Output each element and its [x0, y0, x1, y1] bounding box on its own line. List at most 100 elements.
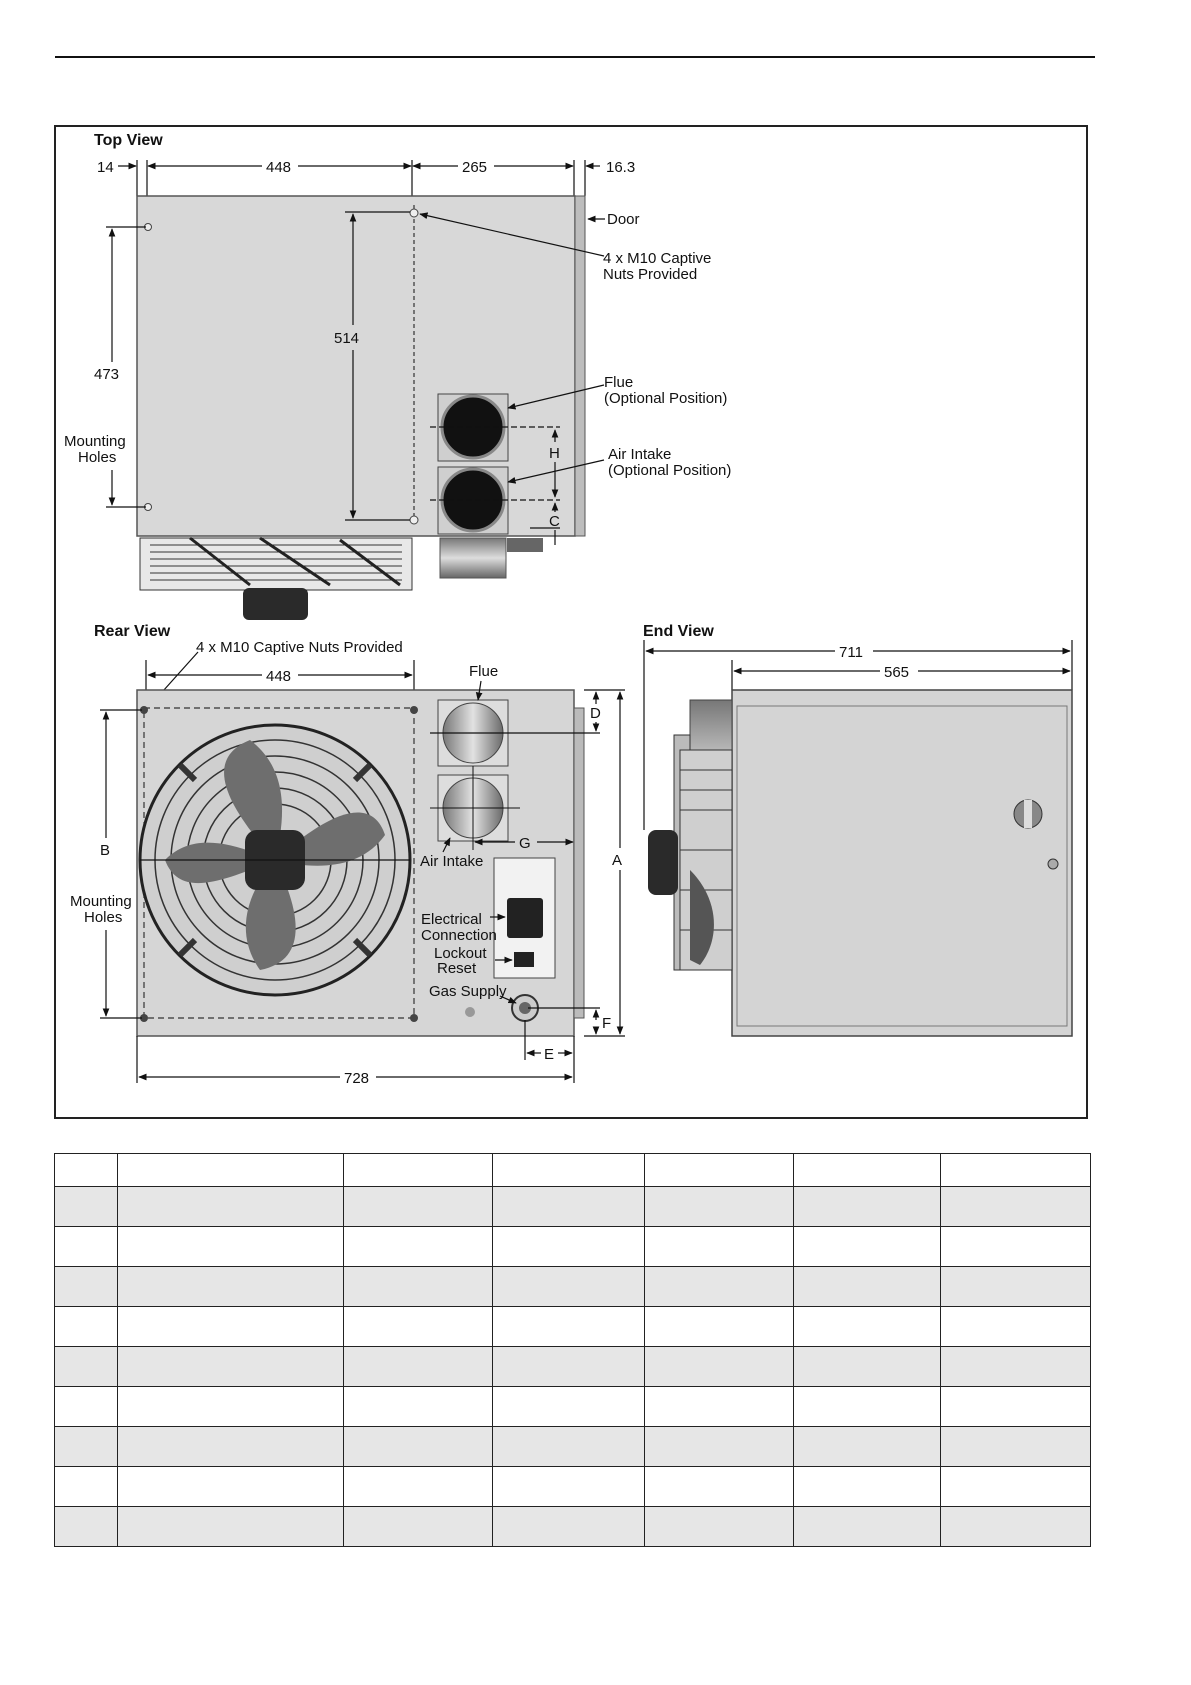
table-row [54, 1386, 1091, 1427]
top-view: Top View 14 448 265 16.3 [64, 132, 731, 620]
rear-view: Rear View 4 x M10 Captive Nuts Provided … [70, 623, 625, 1087]
table-cell [644, 1226, 794, 1267]
table-cell [117, 1186, 344, 1227]
table-cell [793, 1426, 941, 1467]
table-cell [492, 1386, 645, 1427]
top-dim-16-3: 16.3 [606, 159, 635, 176]
table-cell [644, 1306, 794, 1347]
table-row [54, 1186, 1091, 1227]
top-door-panel [574, 195, 586, 537]
table-cell [117, 1466, 344, 1507]
table-cell [117, 1426, 344, 1467]
rear-dim-d: D [590, 705, 601, 722]
table-cell [492, 1466, 645, 1507]
end-cabinet [731, 689, 1073, 1037]
table-cell [343, 1386, 493, 1427]
top-fan-motor [243, 588, 308, 620]
table-cell [940, 1266, 1091, 1307]
table-cell [54, 1306, 118, 1347]
header-cell [940, 1153, 1091, 1187]
table-row [54, 1226, 1091, 1267]
table-cell [793, 1386, 941, 1427]
top-air-label-2: (Optional Position) [608, 462, 731, 479]
table-cell [492, 1266, 645, 1307]
table-row [54, 1506, 1091, 1547]
top-mounting-label-1: Mounting [64, 433, 126, 450]
table-cell [793, 1306, 941, 1347]
end-dim-711: 711 [839, 644, 863, 661]
top-door-label: Door [607, 211, 640, 228]
top-flue-label-2: (Optional Position) [604, 390, 727, 407]
table-cell [940, 1386, 1091, 1427]
table-cell [343, 1306, 493, 1347]
table-cell [54, 1266, 118, 1307]
table-cell [940, 1226, 1091, 1267]
table-cell [117, 1346, 344, 1387]
top-dim-h: H [549, 445, 560, 462]
table-cell [492, 1306, 645, 1347]
table-cell [54, 1346, 118, 1387]
top-nuts-label-1: 4 x M10 Captive [603, 250, 711, 267]
table-cell [117, 1386, 344, 1427]
top-dim-265: 265 [462, 159, 487, 176]
rear-dim-f: F [602, 1015, 611, 1032]
rear-dim-728: 728 [344, 1070, 369, 1087]
lockout-reset-button [514, 952, 534, 967]
table-cell [644, 1426, 794, 1467]
table-cell [343, 1506, 493, 1547]
table-cell [644, 1266, 794, 1307]
rear-lockout-label-1: Lockout [434, 945, 487, 962]
rear-dim-g: G [519, 835, 531, 852]
end-fan-motor [648, 830, 678, 895]
table-cell [492, 1346, 645, 1387]
header-cell [117, 1153, 344, 1187]
header-cell [54, 1153, 118, 1187]
table-cell [940, 1506, 1091, 1547]
table-cell [54, 1226, 118, 1267]
table-cell [940, 1466, 1091, 1507]
header-cell [343, 1153, 493, 1187]
table-cell [343, 1466, 493, 1507]
rear-dim-b: B [100, 842, 110, 859]
rear-fan [138, 723, 412, 997]
table-cell [117, 1306, 344, 1347]
table-cell [343, 1266, 493, 1307]
table-cell [644, 1506, 794, 1547]
table-cell [940, 1346, 1091, 1387]
table-row [54, 1426, 1091, 1467]
table-row [54, 1306, 1091, 1347]
table-cell [940, 1426, 1091, 1467]
rear-flue-label: Flue [469, 663, 498, 680]
rear-lockout-label-2: Reset [437, 960, 477, 977]
table-cell [793, 1186, 941, 1227]
table-cell [644, 1186, 794, 1227]
table-cell [343, 1226, 493, 1267]
top-dim-514: 514 [334, 330, 359, 347]
top-cabinet [136, 195, 576, 537]
rear-air-label: Air Intake [420, 853, 483, 870]
table-cell [117, 1506, 344, 1547]
top-mounting-label-2: Holes [78, 449, 116, 466]
table-cell [644, 1466, 794, 1507]
table-cell [117, 1226, 344, 1267]
table-row [54, 1466, 1091, 1507]
end-dim-565: 565 [884, 664, 909, 681]
table-row [54, 1346, 1091, 1387]
dimensions-table [54, 1153, 1091, 1547]
header-cell [644, 1153, 794, 1187]
table-cell [343, 1426, 493, 1467]
top-view-title: Top View [94, 132, 163, 149]
table-cell [793, 1226, 941, 1267]
table-cell [492, 1506, 645, 1547]
top-dim-448: 448 [266, 159, 291, 176]
table-cell [54, 1466, 118, 1507]
header-rule [55, 56, 1095, 58]
end-view: End View 711 565 [643, 623, 1073, 1037]
rear-dim-a: A [612, 852, 622, 869]
table-cell [940, 1186, 1091, 1227]
top-dim-14: 14 [97, 159, 114, 176]
header-cell [492, 1153, 645, 1187]
drawing-frame [54, 125, 1088, 1119]
table-cell [54, 1186, 118, 1227]
header-cell [793, 1153, 941, 1187]
